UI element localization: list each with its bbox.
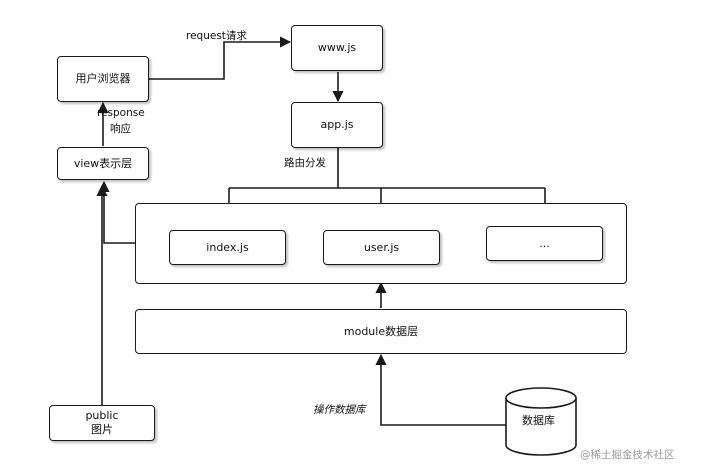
response-label-line1: response	[97, 107, 145, 119]
operate-db-label: 操作数据库	[313, 404, 366, 416]
browser-label: 用户浏览器	[75, 72, 131, 86]
more-label: ...	[539, 236, 550, 250]
www-label: www.js	[317, 41, 357, 55]
watermark: @稀土掘金技术社区	[580, 449, 675, 461]
view-node: view表示层	[57, 147, 149, 180]
routing-label: 路由分发	[284, 157, 326, 169]
public-label-line1: public	[85, 409, 119, 423]
app-node: app.js	[291, 102, 383, 148]
index-label: index.js	[206, 240, 249, 254]
public-label-line2: 图片	[91, 423, 113, 436]
www-node: www.js	[291, 25, 383, 71]
database-cylinder-icon	[505, 387, 577, 456]
request-label: request请求	[186, 30, 247, 42]
more-node: ...	[486, 226, 603, 261]
response-label-line2: 响应	[110, 123, 131, 135]
request-arrow	[149, 36, 292, 80]
user-node: user.js	[323, 230, 440, 265]
user-label: user.js	[363, 240, 400, 254]
index-node: index.js	[169, 230, 286, 265]
database-label: 数据库	[522, 414, 555, 427]
module-label: module数据层	[343, 324, 419, 338]
app-label: app.js	[320, 118, 354, 132]
routes-to-view-arrow	[98, 180, 135, 244]
module-node: module数据层	[135, 309, 627, 354]
browser-node: 用户浏览器	[57, 56, 149, 102]
view-label: view表示层	[73, 156, 133, 170]
public-node: public 图片	[49, 405, 155, 441]
db-to-module-arrow	[375, 353, 506, 426]
